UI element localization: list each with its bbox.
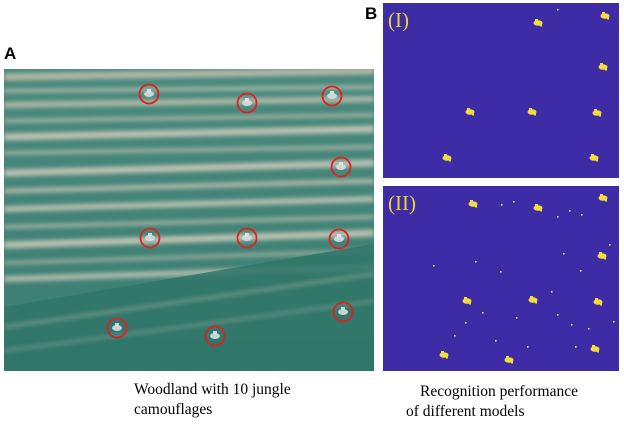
model-ii-noise-6 [475,261,477,263]
target-5-marker-circle [139,227,161,249]
model-i-detection-7 [442,154,452,162]
panel-b-caption-line2: of different models [406,403,525,420]
target-1-marker-circle [138,83,160,105]
model-ii-noise-18 [495,340,497,342]
model-ii-noise-20 [613,321,615,323]
model-i-detection-1 [533,19,543,27]
panel-a-label: A [4,44,17,63]
model-ii-detection-7 [593,298,603,306]
model-i-detection-2 [600,12,610,20]
target-8-marker-circle [106,317,128,339]
target-4 [330,156,352,178]
panel-a-caption-line1: Woodland with 10 jungle [134,381,291,398]
model-ii-detection-5 [462,297,472,305]
model-ii-noise-23 [609,244,611,246]
model-ii-noise-16 [557,314,559,316]
target-8 [106,317,128,339]
model-ii-detection-4 [597,252,607,260]
model-ii-noise-7 [433,265,435,267]
panel-b-label: B [365,4,378,23]
model-ii-noise-13 [571,324,573,326]
target-6-marker-circle [236,227,258,249]
model-ii-noise-14 [516,317,518,319]
model-ii-detection-1 [468,200,478,208]
model-i-noise-1 [557,9,559,11]
model-ii-noise-4 [569,210,571,212]
model-ii-noise-3 [557,216,559,218]
model-ii-noise-10 [500,271,502,273]
panel-b-caption-line1: Recognition performance [420,383,578,400]
model-ii-background [383,186,619,371]
target-7 [328,228,350,250]
target-1 [138,83,160,105]
target-2-marker-circle [236,92,258,114]
model-i-background [383,3,619,178]
model-ii-noise-21 [575,346,577,348]
target-9-marker-circle [204,325,226,347]
target-5 [139,227,161,249]
model-ii-noise-1 [501,204,503,206]
model-i-output: (I) [383,3,619,178]
target-4-marker-circle [330,156,352,178]
target-9 [204,325,226,347]
target-10 [332,301,354,323]
model-ii-noise-22 [527,346,529,348]
model-ii-noise-8 [563,253,565,255]
model-i-detection-8 [589,154,599,162]
model-i-detection-6 [592,109,602,117]
model-ii-noise-5 [581,214,583,216]
model-ii-detection-2 [533,204,543,212]
woodland-photo [4,69,374,371]
model-i-label: (I) [388,8,409,32]
model-ii-noise-12 [482,312,484,314]
model-ii-noise-11 [551,291,553,293]
model-ii-noise-19 [588,328,590,330]
model-i-detection-4 [465,108,475,116]
model-ii-noise-17 [454,335,456,337]
panel-b-caption: Recognition performance of different mod… [406,382,578,422]
model-ii-noise-2 [513,201,515,203]
target-7-marker-circle [328,228,350,250]
panel-a-caption: Woodland with 10 jungle camouflages [134,380,291,420]
target-3 [321,85,343,107]
model-ii-detection-9 [504,356,514,364]
model-ii-noise-9 [580,270,582,272]
model-i-detection-5 [527,108,537,116]
panel-a-caption-line2: camouflages [134,401,213,418]
model-ii-output: (II) [383,186,619,371]
target-6 [236,227,258,249]
model-ii-label: (II) [388,191,416,215]
target-2 [236,92,258,114]
model-ii-detection-3 [598,194,608,202]
model-ii-noise-15 [465,322,467,324]
target-10-marker-circle [332,301,354,323]
model-ii-detection-6 [528,296,538,304]
model-ii-detection-8 [439,351,449,359]
model-ii-detection-10 [590,345,600,353]
model-i-detection-3 [598,63,608,71]
target-3-marker-circle [321,85,343,107]
